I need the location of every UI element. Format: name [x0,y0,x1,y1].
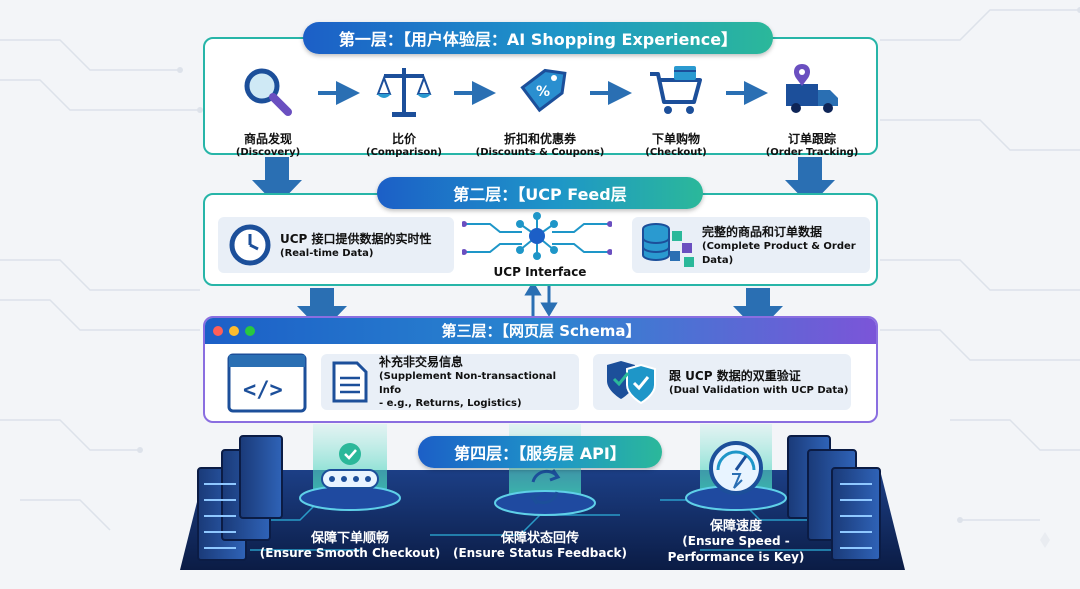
card-title: 补充非交易信息 [379,355,464,370]
double-shield-check-icon [607,361,656,405]
step-label: 下单购物 [651,132,700,146]
magnifier-icon [244,68,292,116]
step-checkout: 下单购物 (Checkout) [601,62,751,158]
database-cubes-icon [642,223,694,267]
svg-text:</>: </> [243,378,283,403]
window-titlebar [205,318,876,344]
service-sublabel: (Ensure Speed - [682,534,790,548]
step-sublabel: (Discounts & Coupons) [475,147,605,158]
layer3-title: 第三层：【网页层 Schema】 [441,322,641,340]
down-arrow-icon [297,288,347,332]
step-label: 折扣和优惠券 [503,132,576,146]
step-label: 比价 [391,132,416,146]
service-status-feedback: 保障状态回传 (Ensure Status Feedback) [430,527,650,562]
document-icon [332,361,368,403]
step-sublabel: (Discovery) [235,147,301,158]
service-label: 保障速度 [709,519,762,534]
step-sublabel: (Comparison) [366,147,442,158]
step-sublabel: (Order Tracking) [765,147,859,158]
code-window-icon: </> [227,353,307,413]
layer2-title: 第二层：【UCP Feed层 [377,177,703,209]
service-speed: 保障速度 (Ensure Speed - Performance is Key) [626,515,846,565]
card-subtitle: (Dual Validation with UCP Data) [669,384,849,396]
delivery-truck-icon [786,64,838,113]
step-sublabel: (Checkout) [645,147,707,158]
step-discounts: % 折扣和优惠券 (Discounts & Coupons) [465,62,615,158]
window-minimize-icon [229,326,239,336]
card-subtitle: (Complete Product & Order Data) [702,241,856,266]
coupon-tag-icon: % [520,68,567,113]
window-close-icon [213,326,223,336]
step-comparison: 比价 (Comparison) [329,62,479,158]
speedometer-icon [709,441,763,495]
network-hub-icon [462,212,612,260]
card-subtitle: (Real-time Data) [280,247,374,259]
card-title: 完整的商品和订单数据 [702,225,823,239]
clock-icon [229,224,271,266]
scale-icon [376,68,432,117]
realtime-data-card: UCP 接口提供数据的实时性 (Real-time Data) [218,217,454,273]
service-smooth-checkout: 保障下单顺畅 (Ensure Smooth Checkout) [240,527,460,562]
card-title: UCP 接口提供数据的实时性 [280,231,432,246]
complete-data-card: 完整的商品和订单数据 (Complete Product & Order Dat… [632,217,870,273]
dual-validation-card: 跟 UCP 数据的双重验证 (Dual Validation with UCP … [593,354,851,410]
supplement-info-card: 补充非交易信息 (Supplement Non-transactional In… [321,354,579,410]
card-subtitle: (Supplement Non-transactional Info [379,371,557,396]
shopping-cart-icon [650,66,702,114]
step-label: 订单跟踪 [787,132,836,146]
down-arrow-icon [785,157,835,206]
window-maximize-icon [245,326,255,336]
service-sublabel-cont: Performance is Key) [667,549,805,564]
service-label: 保障状态回传 [500,531,579,546]
step-order-tracking: 订单跟踪 (Order Tracking) [737,62,887,158]
service-sublabel: (Ensure Smooth Checkout) [259,546,441,560]
sync-icon [529,469,561,505]
down-arrow-icon [252,157,302,206]
step-label: 商品发现 [243,132,292,146]
card-title: 跟 UCP 数据的双重验证 [669,368,801,383]
svg-text:%: % [536,84,550,100]
conveyor-check-icon [321,443,379,489]
down-arrow-icon [733,288,783,332]
service-label: 保障下单顺畅 [310,531,389,546]
layer4-title: 第四层：【服务层 API】 [418,436,662,468]
service-sublabel: (Ensure Status Feedback) [452,546,628,560]
layer1-title: 第一层：【用户体验层：AI Shopping Experience】 [303,22,773,54]
ucp-interface-label: UCP Interface [493,265,587,279]
step-discovery: 商品发现 (Discovery) [193,62,343,158]
card-subtitle-cont: - e.g., Returns, Logistics) [379,398,522,410]
